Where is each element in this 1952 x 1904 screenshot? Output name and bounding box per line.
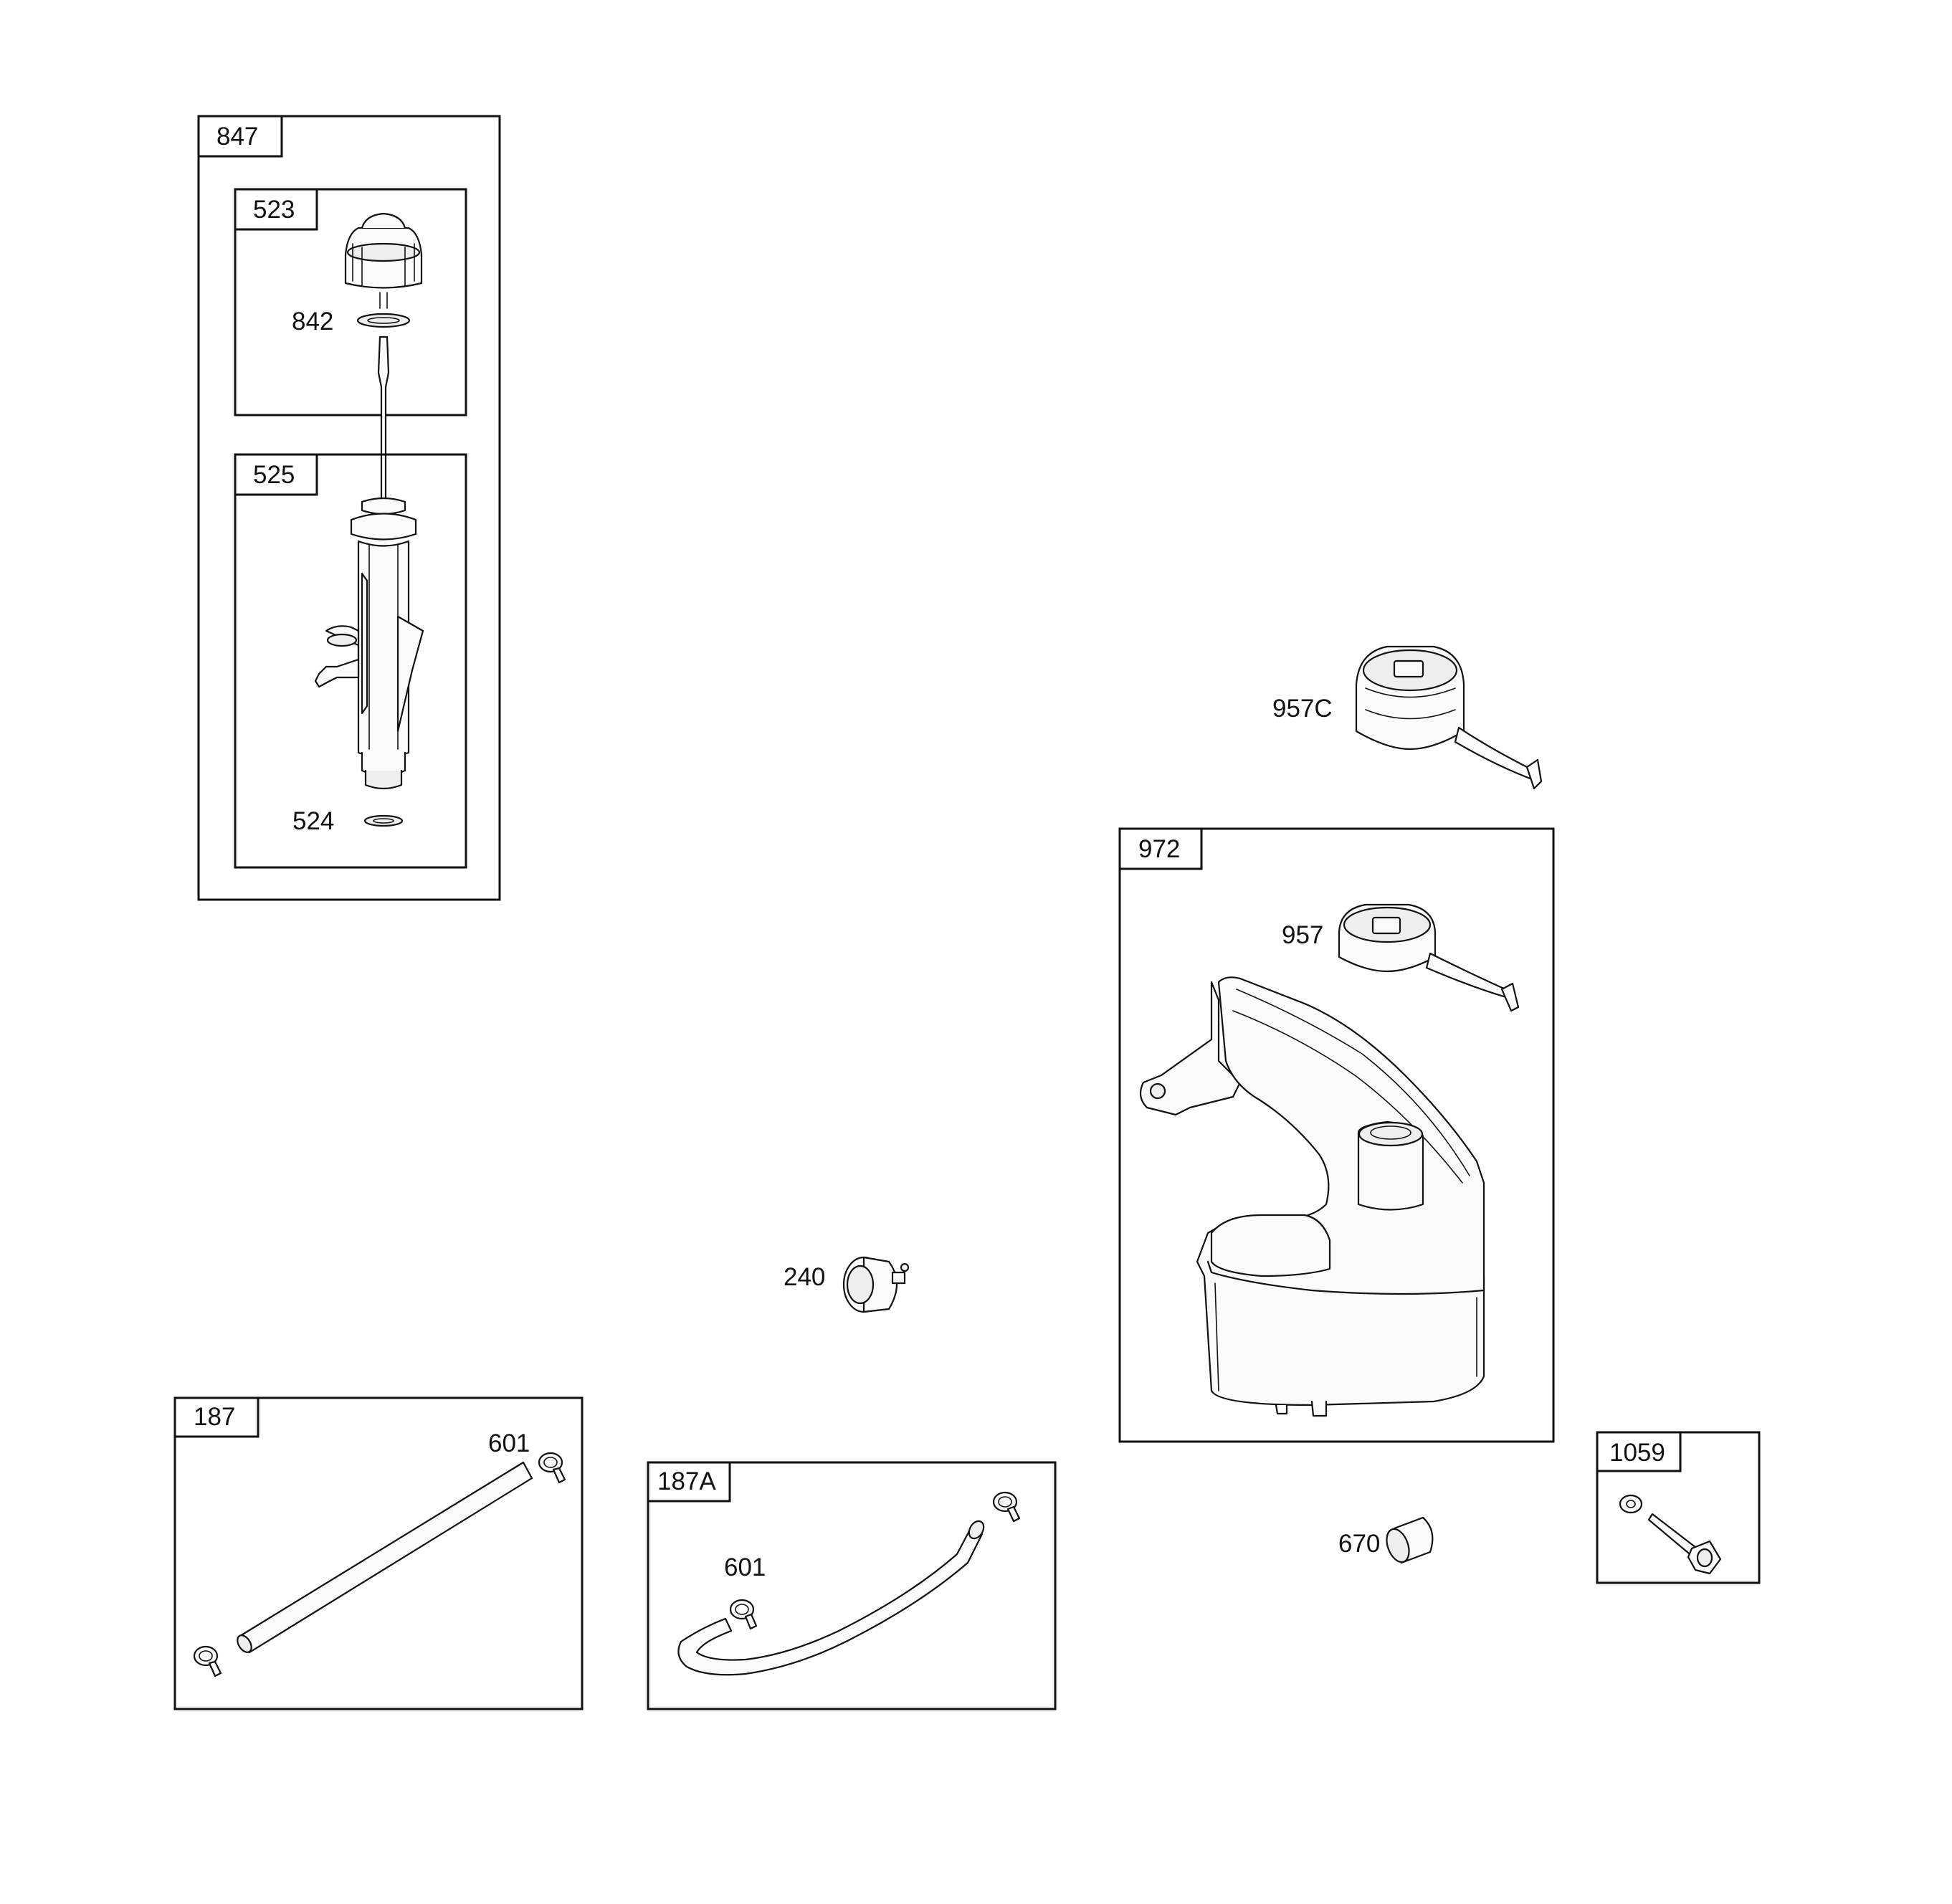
callout-240: 240 (784, 1263, 825, 1291)
callout-601-187A: 601 (724, 1553, 766, 1581)
callout-601-187: 601 (488, 1429, 530, 1457)
group-1059-tag-box (1596, 1431, 1682, 1472)
group-847-tag-box (197, 115, 283, 158)
group-187: 187 601 (173, 1396, 584, 1710)
hose-clamp (992, 1491, 1021, 1523)
group-525-tag: 525 (253, 461, 295, 489)
group-972: 972 957 (1118, 827, 1555, 1443)
group-1059-tag: 1059 (1609, 1439, 1665, 1467)
group-523-tag: 523 (253, 196, 295, 224)
o-ring-524 (363, 814, 404, 827)
group-847: 847 (197, 115, 501, 901)
spacer-670: 670 (1338, 1516, 1434, 1564)
group-523: 523 842 (234, 188, 467, 518)
group-847-tag: 847 (216, 123, 258, 151)
group-187A-tag-box (647, 1461, 731, 1503)
group-187-tag-box (173, 1396, 260, 1438)
group-523-frame (234, 188, 467, 416)
fuel-cap-957: 957 (1282, 903, 1520, 1012)
group-187-tag: 187 (194, 1403, 235, 1431)
group-847-frame (197, 115, 501, 901)
fuel-cap-957C: 957C (1272, 645, 1543, 790)
dipstick-rod (377, 335, 390, 518)
group-187-frame (173, 1396, 584, 1710)
fuel-line-straight (239, 1461, 533, 1654)
hose-clamp (729, 1599, 758, 1630)
callout-957: 957 (1282, 921, 1323, 949)
group-187A: 187A 601 (647, 1461, 1057, 1710)
hose-clamp (538, 1452, 566, 1484)
group-187A-frame (647, 1461, 1057, 1710)
group-972-tag: 972 (1138, 835, 1180, 863)
o-ring-842 (356, 313, 411, 328)
callout-957C: 957C (1272, 695, 1333, 723)
fuel-tank (1139, 976, 1485, 1417)
group-972-frame (1118, 827, 1555, 1443)
dipstick-tube (314, 497, 424, 790)
washer (1619, 1494, 1643, 1514)
group-1059: 1059 (1596, 1431, 1761, 1584)
dipstick-cap (344, 212, 423, 289)
group-525-tag-box (234, 453, 318, 496)
callout-670: 670 (1338, 1530, 1380, 1558)
callout-842: 842 (292, 308, 333, 335)
group-525: 525 524 (234, 453, 467, 869)
group-525-frame (234, 453, 467, 869)
group-972-tag-box (1118, 827, 1203, 870)
fuel-line-bent (677, 1525, 984, 1676)
hose-clamp (193, 1645, 222, 1677)
callout-524: 524 (292, 807, 334, 835)
group-187A-tag: 187A (657, 1467, 716, 1495)
group-523-tag-box (234, 188, 318, 231)
fuel-filter-240: 240 (784, 1256, 910, 1313)
